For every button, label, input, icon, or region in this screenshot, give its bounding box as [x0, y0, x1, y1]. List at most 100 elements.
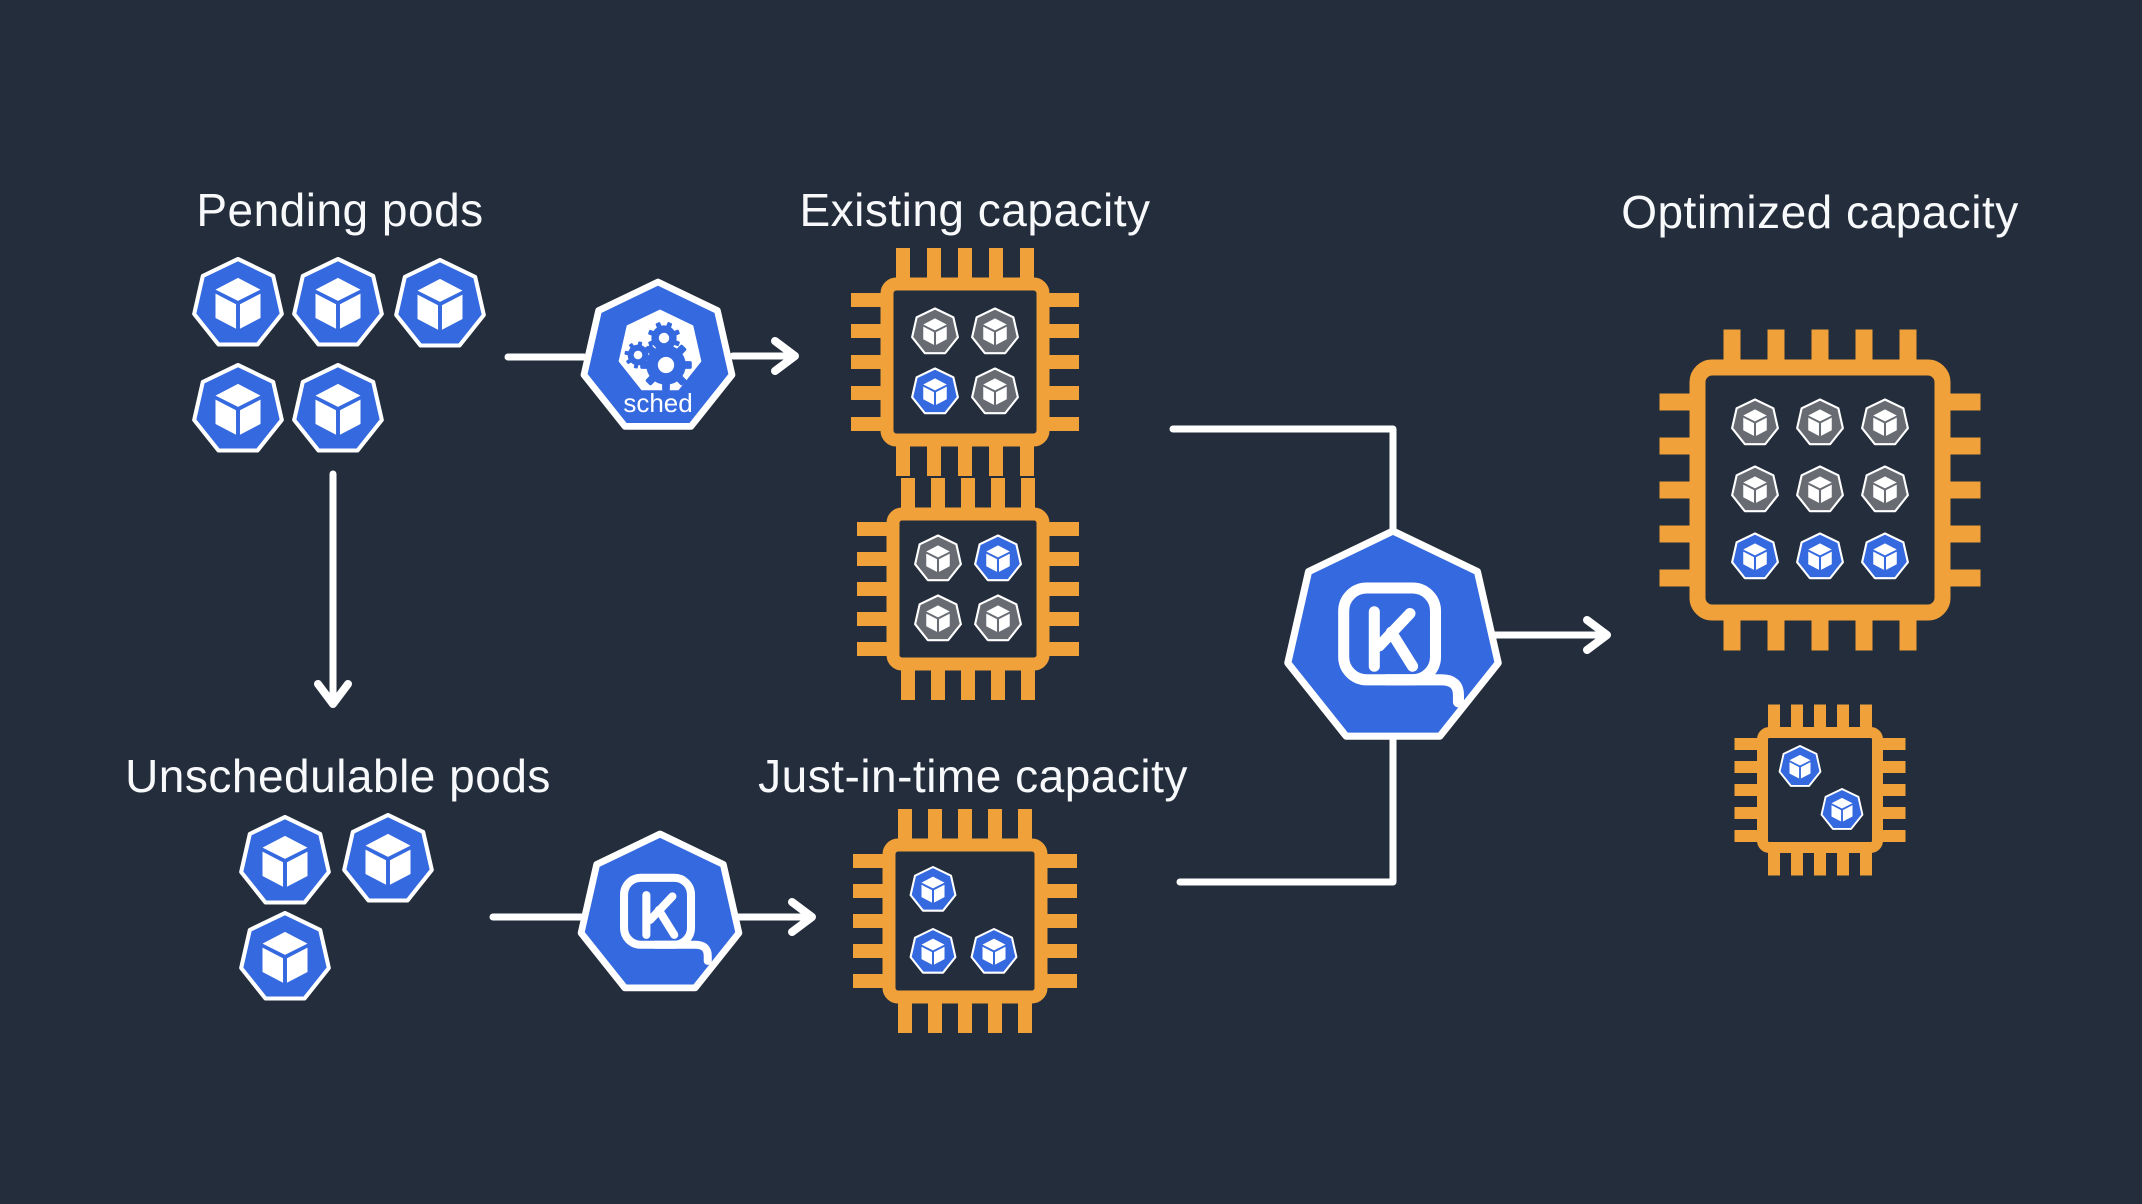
chip-pin — [896, 248, 910, 287]
chip-pin — [931, 478, 945, 517]
pod-groups — [194, 259, 484, 999]
chip-pin — [1020, 248, 1034, 287]
chip-pin — [991, 661, 1005, 700]
chip-pin — [851, 417, 890, 431]
kubernetes-pod-heptagon-cube-icon — [1778, 745, 1822, 787]
label-jit-capacity: Just-in-time capacity — [758, 750, 1188, 802]
unschedulable-pods-group — [241, 815, 432, 999]
kubernetes-pod-heptagon-cube-icon — [1796, 532, 1844, 580]
chip-pin — [857, 552, 896, 566]
kubernetes-pod-heptagon-cube-icon — [241, 913, 329, 999]
kubernetes-pod-heptagon-cube-icon — [1861, 465, 1909, 513]
scheduler-label: sched — [623, 388, 692, 418]
chip-pin — [928, 994, 942, 1033]
chip-pin — [1038, 914, 1077, 928]
chip-pin — [896, 437, 910, 476]
chip-pin — [1040, 522, 1079, 536]
chip-pin — [853, 914, 892, 928]
chip-body — [882, 838, 1048, 1004]
chip-pin — [853, 944, 892, 958]
chip-pin — [851, 293, 890, 307]
kubernetes-pod-heptagon-cube-icon — [909, 865, 957, 912]
kubernetes-pod-heptagon-cube-icon — [1861, 532, 1909, 580]
arrow-karpenter-to-jit-arrowhead — [788, 898, 816, 936]
chip-pin — [988, 994, 1002, 1033]
chip-body — [886, 507, 1050, 671]
arrow-karpenter-to-optimized-arrowhead — [1583, 616, 1611, 654]
kubernetes-pod-heptagon-cube-icon — [971, 367, 1019, 415]
label-pending-pods: Pending pods — [196, 184, 484, 236]
kubernetes-pod-heptagon-cube-icon — [194, 365, 282, 451]
line-existing-to-merge — [1169, 425, 1397, 544]
kubernetes-pod-heptagon-cube-icon — [194, 259, 282, 345]
chip-pin — [931, 661, 945, 700]
chip-pin — [958, 248, 972, 287]
pending-pods-group — [194, 259, 484, 451]
kubernetes-pod-heptagon-cube-icon — [914, 534, 962, 582]
chip-body — [1757, 727, 1883, 853]
chip-pin — [991, 478, 1005, 517]
chip-pin — [1040, 417, 1079, 431]
chip-pin — [1020, 437, 1034, 476]
chip-pin — [1021, 661, 1035, 700]
chip-pin — [857, 612, 896, 626]
jit-capacity-chip — [853, 809, 1077, 1033]
chip-pin — [928, 809, 942, 848]
chip-pin — [857, 582, 896, 596]
chip-pin — [927, 248, 941, 287]
kubernetes-pod-heptagon-cube-icon — [970, 927, 1018, 974]
chip-pin — [853, 974, 892, 988]
chip-pin — [853, 854, 892, 868]
chip-pin — [898, 994, 912, 1033]
kubernetes-pod-heptagon-cube-icon — [294, 365, 382, 451]
existing-capacity-chip-2 — [857, 478, 1079, 700]
existing-capacity-chip-1 — [851, 248, 1079, 476]
chip-pin — [1038, 884, 1077, 898]
kubernetes-pod-heptagon-cube-icon — [914, 594, 962, 642]
kubernetes-pod-heptagon-cube-icon — [1731, 465, 1779, 513]
kubernetes-pod-heptagon-cube-icon — [911, 367, 959, 415]
chip-pin — [851, 355, 890, 369]
kubernetes-pod-heptagon-cube-icon — [1861, 398, 1909, 446]
chip-pin — [958, 809, 972, 848]
chip-pin — [1040, 612, 1079, 626]
chip-pin — [1038, 944, 1077, 958]
kubernetes-pod-heptagon-cube-icon — [294, 259, 382, 345]
chip-pin — [851, 386, 890, 400]
optimized-capacity-chip-small — [1734, 704, 1906, 876]
chip-pin — [958, 994, 972, 1033]
optimized-capacity-chip-large — [1659, 329, 1981, 651]
chip-pin — [1021, 478, 1035, 517]
karpenter-node-main — [1288, 531, 1498, 736]
chip-pin — [988, 809, 1002, 848]
kubernetes-pod-heptagon-cube-icon — [1731, 532, 1779, 580]
arrow-pending-to-unschedulable-arrowhead — [314, 680, 352, 708]
label-existing-capacity: Existing capacity — [799, 184, 1151, 236]
chip-pin — [961, 661, 975, 700]
chip-pin — [927, 437, 941, 476]
chip-pin — [1040, 293, 1079, 307]
kubernetes-pod-heptagon-cube-icon — [344, 815, 432, 901]
chip-pin — [901, 661, 915, 700]
kubernetes-pod-heptagon-cube-icon — [241, 817, 329, 903]
connector-lines — [314, 337, 1611, 936]
chip-pin — [1040, 355, 1079, 369]
kubernetes-pod-heptagon-cube-icon — [974, 534, 1022, 582]
chip-pin — [989, 437, 1003, 476]
chip-pin — [1040, 386, 1079, 400]
chip-pin — [857, 522, 896, 536]
kubernetes-pod-heptagon-cube-icon — [1731, 398, 1779, 446]
kubernetes-pod-heptagon-cube-icon — [909, 927, 957, 974]
chip-pin — [853, 884, 892, 898]
chip-pin — [1040, 552, 1079, 566]
capacity-chips — [851, 248, 1981, 1033]
arrow-scheduler-to-existing-arrowhead — [771, 337, 799, 375]
chip-pin — [1018, 809, 1032, 848]
chip-pin — [1040, 642, 1079, 656]
kubernetes-pod-heptagon-cube-icon — [974, 594, 1022, 642]
karpenter-node-jit — [581, 834, 739, 988]
kubernetes-pod-heptagon-cube-icon — [1796, 398, 1844, 446]
chip-pin — [1040, 324, 1079, 338]
